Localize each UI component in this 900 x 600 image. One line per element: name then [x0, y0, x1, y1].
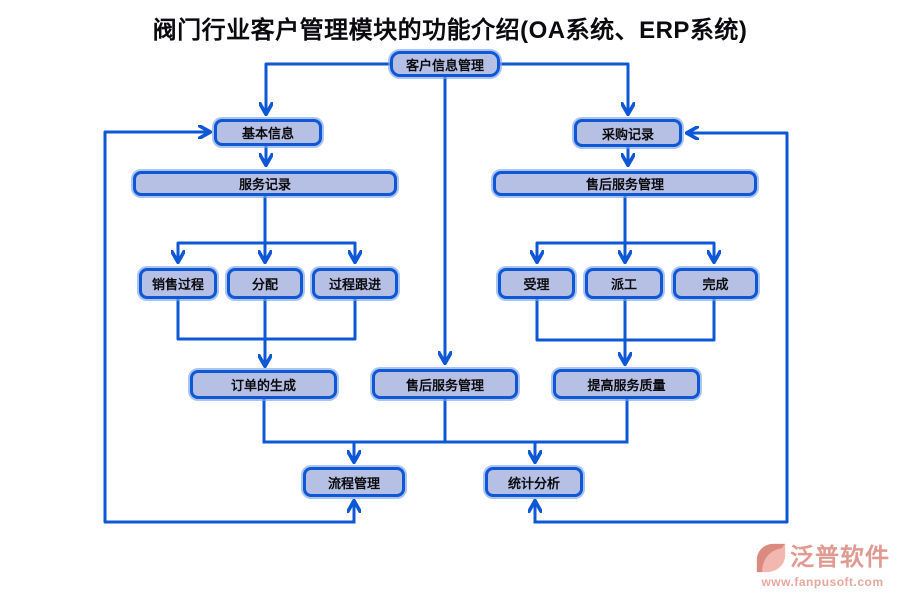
node-label: 采购记录 — [601, 126, 654, 142]
node-label: 基本信息 — [241, 126, 294, 141]
node-sales-process: 销售过程 — [139, 268, 217, 299]
node-purchase-record: 采购记录 — [574, 119, 682, 147]
node-basic-info: 基本信息 — [214, 119, 322, 146]
connector-arrow-segments — [103, 62, 789, 524]
node-label: 售后服务管理 — [585, 177, 664, 192]
page-title: 阀门行业客户管理模块的功能介绍(OA系统、ERP系统) — [152, 17, 748, 44]
node-label: 客户信息管理 — [405, 57, 484, 73]
node-service-record: 服务记录 — [133, 171, 397, 196]
node-label: 流程管理 — [327, 475, 380, 491]
node-process-follow-up: 过程跟进 — [312, 268, 398, 299]
node-label: 销售过程 — [151, 277, 204, 292]
node-statistical-analysis: 统计分析 — [485, 467, 583, 497]
node-label: 提高服务质量 — [587, 377, 666, 393]
node-allocation: 分配 — [227, 268, 303, 299]
node-dispatch-work: 派工 — [585, 268, 663, 299]
node-label: 服务记录 — [238, 177, 291, 192]
node-label: 过程跟进 — [328, 277, 381, 292]
node-order-generation: 订单的生成 — [190, 370, 337, 399]
node-label: 售后服务管理 — [405, 377, 484, 393]
node-aftersales-service-mgmt-center: 售后服务管理 — [372, 369, 518, 399]
fanpu-logo: 泛普软件 www.fanpusoft.com — [755, 543, 890, 588]
logo-brand-name: 泛普软件 — [790, 544, 890, 571]
node-label: 完成 — [702, 277, 729, 292]
node-label: 派工 — [610, 277, 637, 292]
node-improve-service-quality: 提高服务质量 — [553, 369, 700, 399]
node-completion: 完成 — [673, 268, 758, 299]
node-label: 订单的生成 — [230, 378, 296, 393]
node-acceptance: 受理 — [498, 268, 575, 299]
node-process-management: 流程管理 — [303, 467, 405, 497]
node-aftersales-service-mgmt-right: 售后服务管理 — [493, 171, 757, 196]
fanpu-logo-icon — [755, 543, 787, 573]
node-label: 统计分析 — [507, 475, 560, 491]
node-label: 分配 — [251, 277, 278, 292]
node-label: 受理 — [523, 277, 550, 292]
node-customer-info-mgmt: 客户信息管理 — [390, 51, 500, 77]
logo-website-url: www.fanpusoft.com — [761, 575, 884, 589]
